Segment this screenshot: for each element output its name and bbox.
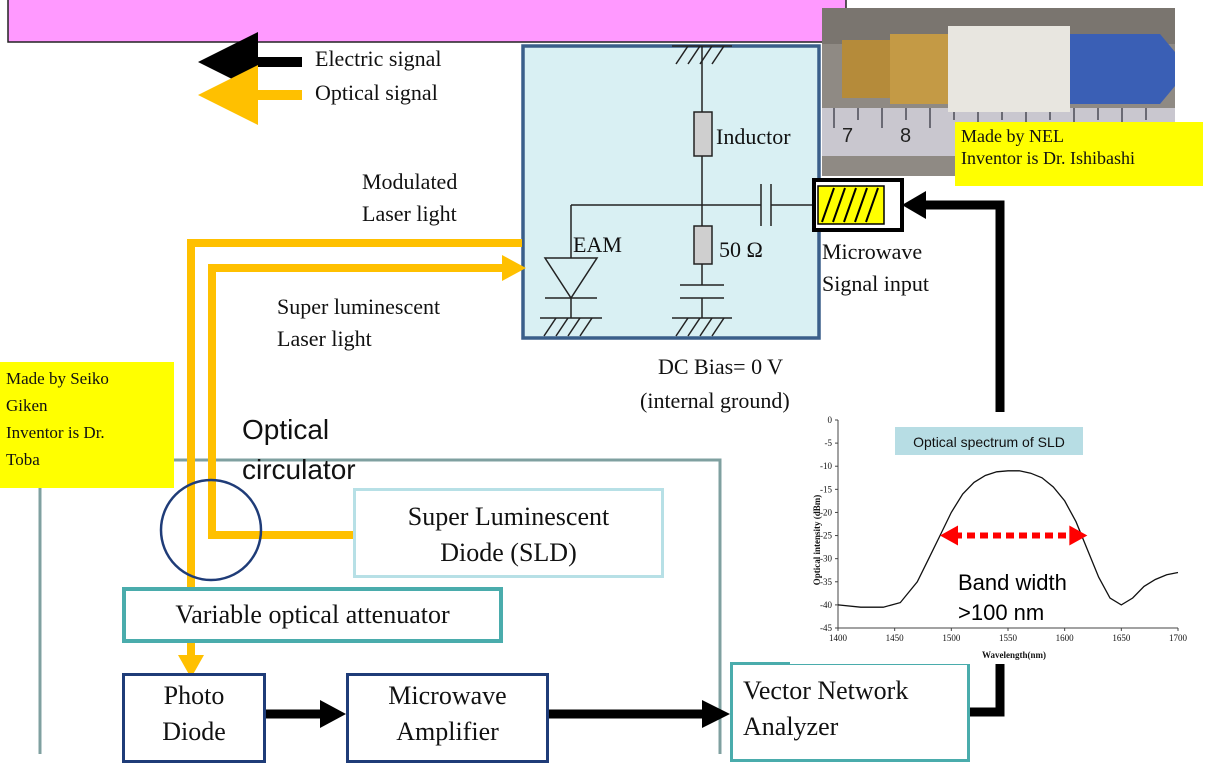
super-luminescent-label: Super luminescent Laser light (277, 291, 440, 355)
inductor-label: Inductor (716, 124, 791, 150)
seiko-line4: Toba (6, 446, 168, 473)
seiko-line1: Made by Seiko (6, 365, 168, 392)
y-tick-label: -40 (820, 600, 832, 610)
note-nel: Made by NEL Inventor is Dr. Ishibashi (955, 122, 1203, 186)
resistor-label: 50 Ω (719, 237, 763, 263)
x-tick-label: 1400 (829, 633, 848, 643)
dc-bias-label: DC Bias= 0 V (internal ground) (640, 350, 790, 418)
chart-ylabel: Optical intensity (dBm) (812, 495, 822, 586)
electric-arrowhead-connector (902, 191, 926, 219)
electric-arrowhead-vna (702, 700, 730, 728)
pd-line2: Diode (125, 714, 263, 750)
super-line1: Super luminescent (277, 291, 440, 323)
x-tick-label: 1450 (886, 633, 905, 643)
y-tick-label: 0 (828, 415, 833, 425)
circulator-line1: Optical (242, 410, 356, 450)
microwave-line1: Microwave (822, 236, 929, 268)
circulator-line2: circulator (242, 450, 356, 490)
title-banner (8, 0, 846, 42)
ruler-mark-8: 8 (900, 125, 911, 147)
vna-box: Vector Network Analyzer (730, 662, 970, 762)
chart-title: Optical spectrum of SLD (913, 434, 1065, 450)
modulated-line1: Modulated (362, 166, 457, 198)
bandwidth-annotation-line2: >100 nm (958, 600, 1044, 625)
dc-bias-line1: DC Bias= 0 V (640, 350, 790, 384)
x-tick-label: 1550 (999, 633, 1018, 643)
legend-optical-label: Optical signal (315, 80, 438, 106)
microwave-input-label: Microwave Signal input (822, 236, 929, 300)
voa-box: Variable optical attenuator (122, 587, 503, 643)
microwave-line2: Signal input (822, 268, 929, 300)
y-tick-label: -15 (820, 484, 832, 494)
y-tick-label: -10 (820, 461, 832, 471)
amp-line2: Amplifier (349, 714, 546, 750)
circuit-box (523, 46, 819, 338)
super-line2: Laser light (277, 323, 440, 355)
x-tick-label: 1650 (1112, 633, 1131, 643)
vna-line1: Vector Network (743, 673, 967, 709)
eam-label: EAM (573, 232, 622, 258)
note-seiko: Made by Seiko Giken Inventor is Dr. Toba (0, 362, 174, 488)
optical-circulator-label: Optical circulator (242, 410, 356, 490)
sld-line1: Super Luminescent (356, 499, 661, 535)
photodiode-box: Photo Diode (122, 673, 266, 763)
y-tick-label: -5 (825, 438, 833, 448)
y-tick-label: -45 (820, 623, 832, 633)
dc-bias-line2: (internal ground) (640, 384, 790, 418)
x-tick-label: 1500 (942, 633, 961, 643)
electric-arrowhead-amp (320, 700, 346, 728)
bandwidth-annotation-line1: Band width (958, 570, 1067, 595)
seiko-line3: Inventor is Dr. (6, 419, 168, 446)
nel-line2: Inventor is Dr. Ishibashi (961, 147, 1197, 169)
vna-line2: Analyzer (743, 709, 967, 745)
amplifier-box: Microwave Amplifier (346, 673, 549, 763)
chart-xlabel: Wavelength(nm) (982, 650, 1046, 660)
legend-electric-label: Electric signal (315, 46, 441, 72)
sld-line2: Diode (SLD) (356, 535, 661, 571)
nel-line1: Made by NEL (961, 125, 1197, 147)
x-tick-label: 1700 (1169, 633, 1188, 643)
pd-line1: Photo (125, 678, 263, 714)
modulated-label: Modulated Laser light (362, 166, 457, 230)
ruler-mark-7: 7 (842, 125, 853, 147)
amp-line1: Microwave (349, 678, 546, 714)
sld-box: Super Luminescent Diode (SLD) (353, 488, 664, 578)
modulated-line2: Laser light (362, 198, 457, 230)
seiko-line2: Giken (6, 392, 168, 419)
x-tick-label: 1600 (1056, 633, 1075, 643)
microwave-connector-symbol (814, 180, 902, 230)
